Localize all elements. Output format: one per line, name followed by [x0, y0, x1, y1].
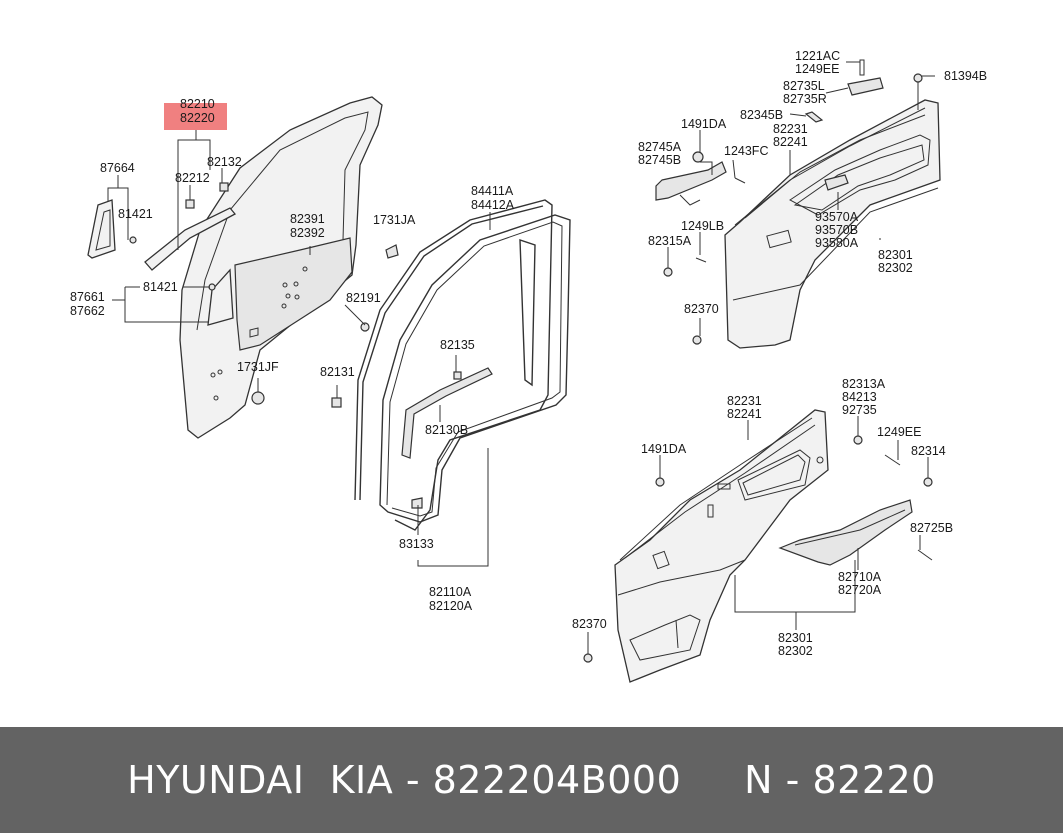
highlight-box	[164, 103, 227, 130]
label-82370-bot: 82370	[572, 617, 607, 631]
label-82231-bot: 82231	[727, 394, 762, 408]
label-83133: 83133	[399, 537, 434, 551]
parts-diagram: 82210 82220 87664 82212 82132 81421 8142…	[70, 49, 987, 683]
label-82212: 82212	[175, 171, 210, 185]
label-1249lb: 1249LB	[681, 219, 724, 233]
label-82135: 82135	[440, 338, 475, 352]
part-87661-trim	[207, 268, 234, 326]
label-87661: 87661	[70, 290, 105, 304]
door-seal-assembly	[354, 199, 571, 531]
label-82302-top: 82302	[878, 261, 913, 275]
label-1221ac: 1221AC	[795, 49, 840, 63]
label-1731jf: 1731JF	[237, 360, 279, 374]
label-87662: 87662	[70, 304, 105, 318]
label-82735r: 82735R	[783, 92, 827, 106]
label-1243fc: 1243FC	[724, 144, 768, 158]
label-1249ee-bot: 1249EE	[877, 425, 921, 439]
label-82301-bot: 82301	[778, 631, 813, 645]
label-82110a: 82110A	[429, 585, 472, 599]
door-frame-assembly	[179, 96, 383, 439]
part-labels: 82210 82220 87664 82212 82132 81421 8142…	[70, 49, 987, 658]
label-82315a: 82315A	[648, 234, 692, 248]
label-93580a: 93580A	[815, 236, 859, 250]
leader-lines-upper-right	[667, 61, 935, 336]
label-92735: 92735	[842, 403, 877, 417]
label-1491da-bot: 1491DA	[641, 442, 687, 456]
label-82345b: 82345B	[740, 108, 783, 122]
label-82392: 82392	[290, 226, 325, 240]
label-1491da-top: 1491DA	[681, 117, 727, 131]
label-1731ja: 1731JA	[373, 213, 416, 227]
label-93570a: 93570A	[815, 210, 859, 224]
label-82745b: 82745B	[638, 153, 681, 167]
label-82132: 82132	[207, 155, 242, 169]
label-82241-top: 82241	[773, 135, 808, 149]
label-82370-top: 82370	[684, 302, 719, 316]
label-82301-top: 82301	[878, 248, 913, 262]
label-82720a: 82720A	[838, 583, 882, 597]
part-number-caption: HYUNDAI KIA - 822204B000 N - 82220	[127, 758, 936, 802]
label-82302-bot: 82302	[778, 644, 813, 658]
upper-trim-panel	[655, 59, 941, 349]
label-82314: 82314	[911, 444, 946, 458]
leader-lines-middle	[417, 212, 491, 567]
label-82745a: 82745A	[638, 140, 682, 154]
label-82313a: 82313A	[842, 377, 886, 391]
label-81394b: 81394B	[944, 69, 987, 83]
label-82120a: 82120A	[429, 599, 473, 613]
part-82210-weatherstrip	[144, 207, 237, 271]
footer-banner: HYUNDAI KIA - 822204B000 N - 82220	[0, 727, 1063, 833]
label-82241-bot: 82241	[727, 407, 762, 421]
label-1249ee-top: 1249EE	[795, 62, 839, 76]
label-82220: 82220	[180, 111, 215, 125]
label-82725b: 82725B	[910, 521, 953, 535]
label-82391: 82391	[290, 212, 325, 226]
label-82130b: 82130B	[425, 423, 468, 437]
label-93570b: 93570B	[815, 223, 858, 237]
part-87664-trim	[87, 199, 116, 259]
label-82210: 82210	[180, 97, 215, 111]
label-84412a: 84412A	[471, 198, 515, 212]
label-82231-top: 82231	[773, 122, 808, 136]
label-87664: 87664	[100, 161, 135, 175]
leader-lines-left	[107, 130, 366, 398]
label-81421-a: 81421	[118, 207, 153, 221]
label-82131: 82131	[320, 365, 355, 379]
label-82735l: 82735L	[783, 79, 825, 93]
lower-trim-panel	[583, 409, 933, 683]
label-84411a: 84411A	[471, 184, 514, 198]
label-82191: 82191	[346, 291, 381, 305]
label-82710a: 82710A	[838, 570, 882, 584]
leader-lines-lower-right	[587, 416, 929, 654]
label-84213: 84213	[842, 390, 877, 404]
label-81421-b: 81421	[143, 280, 178, 294]
